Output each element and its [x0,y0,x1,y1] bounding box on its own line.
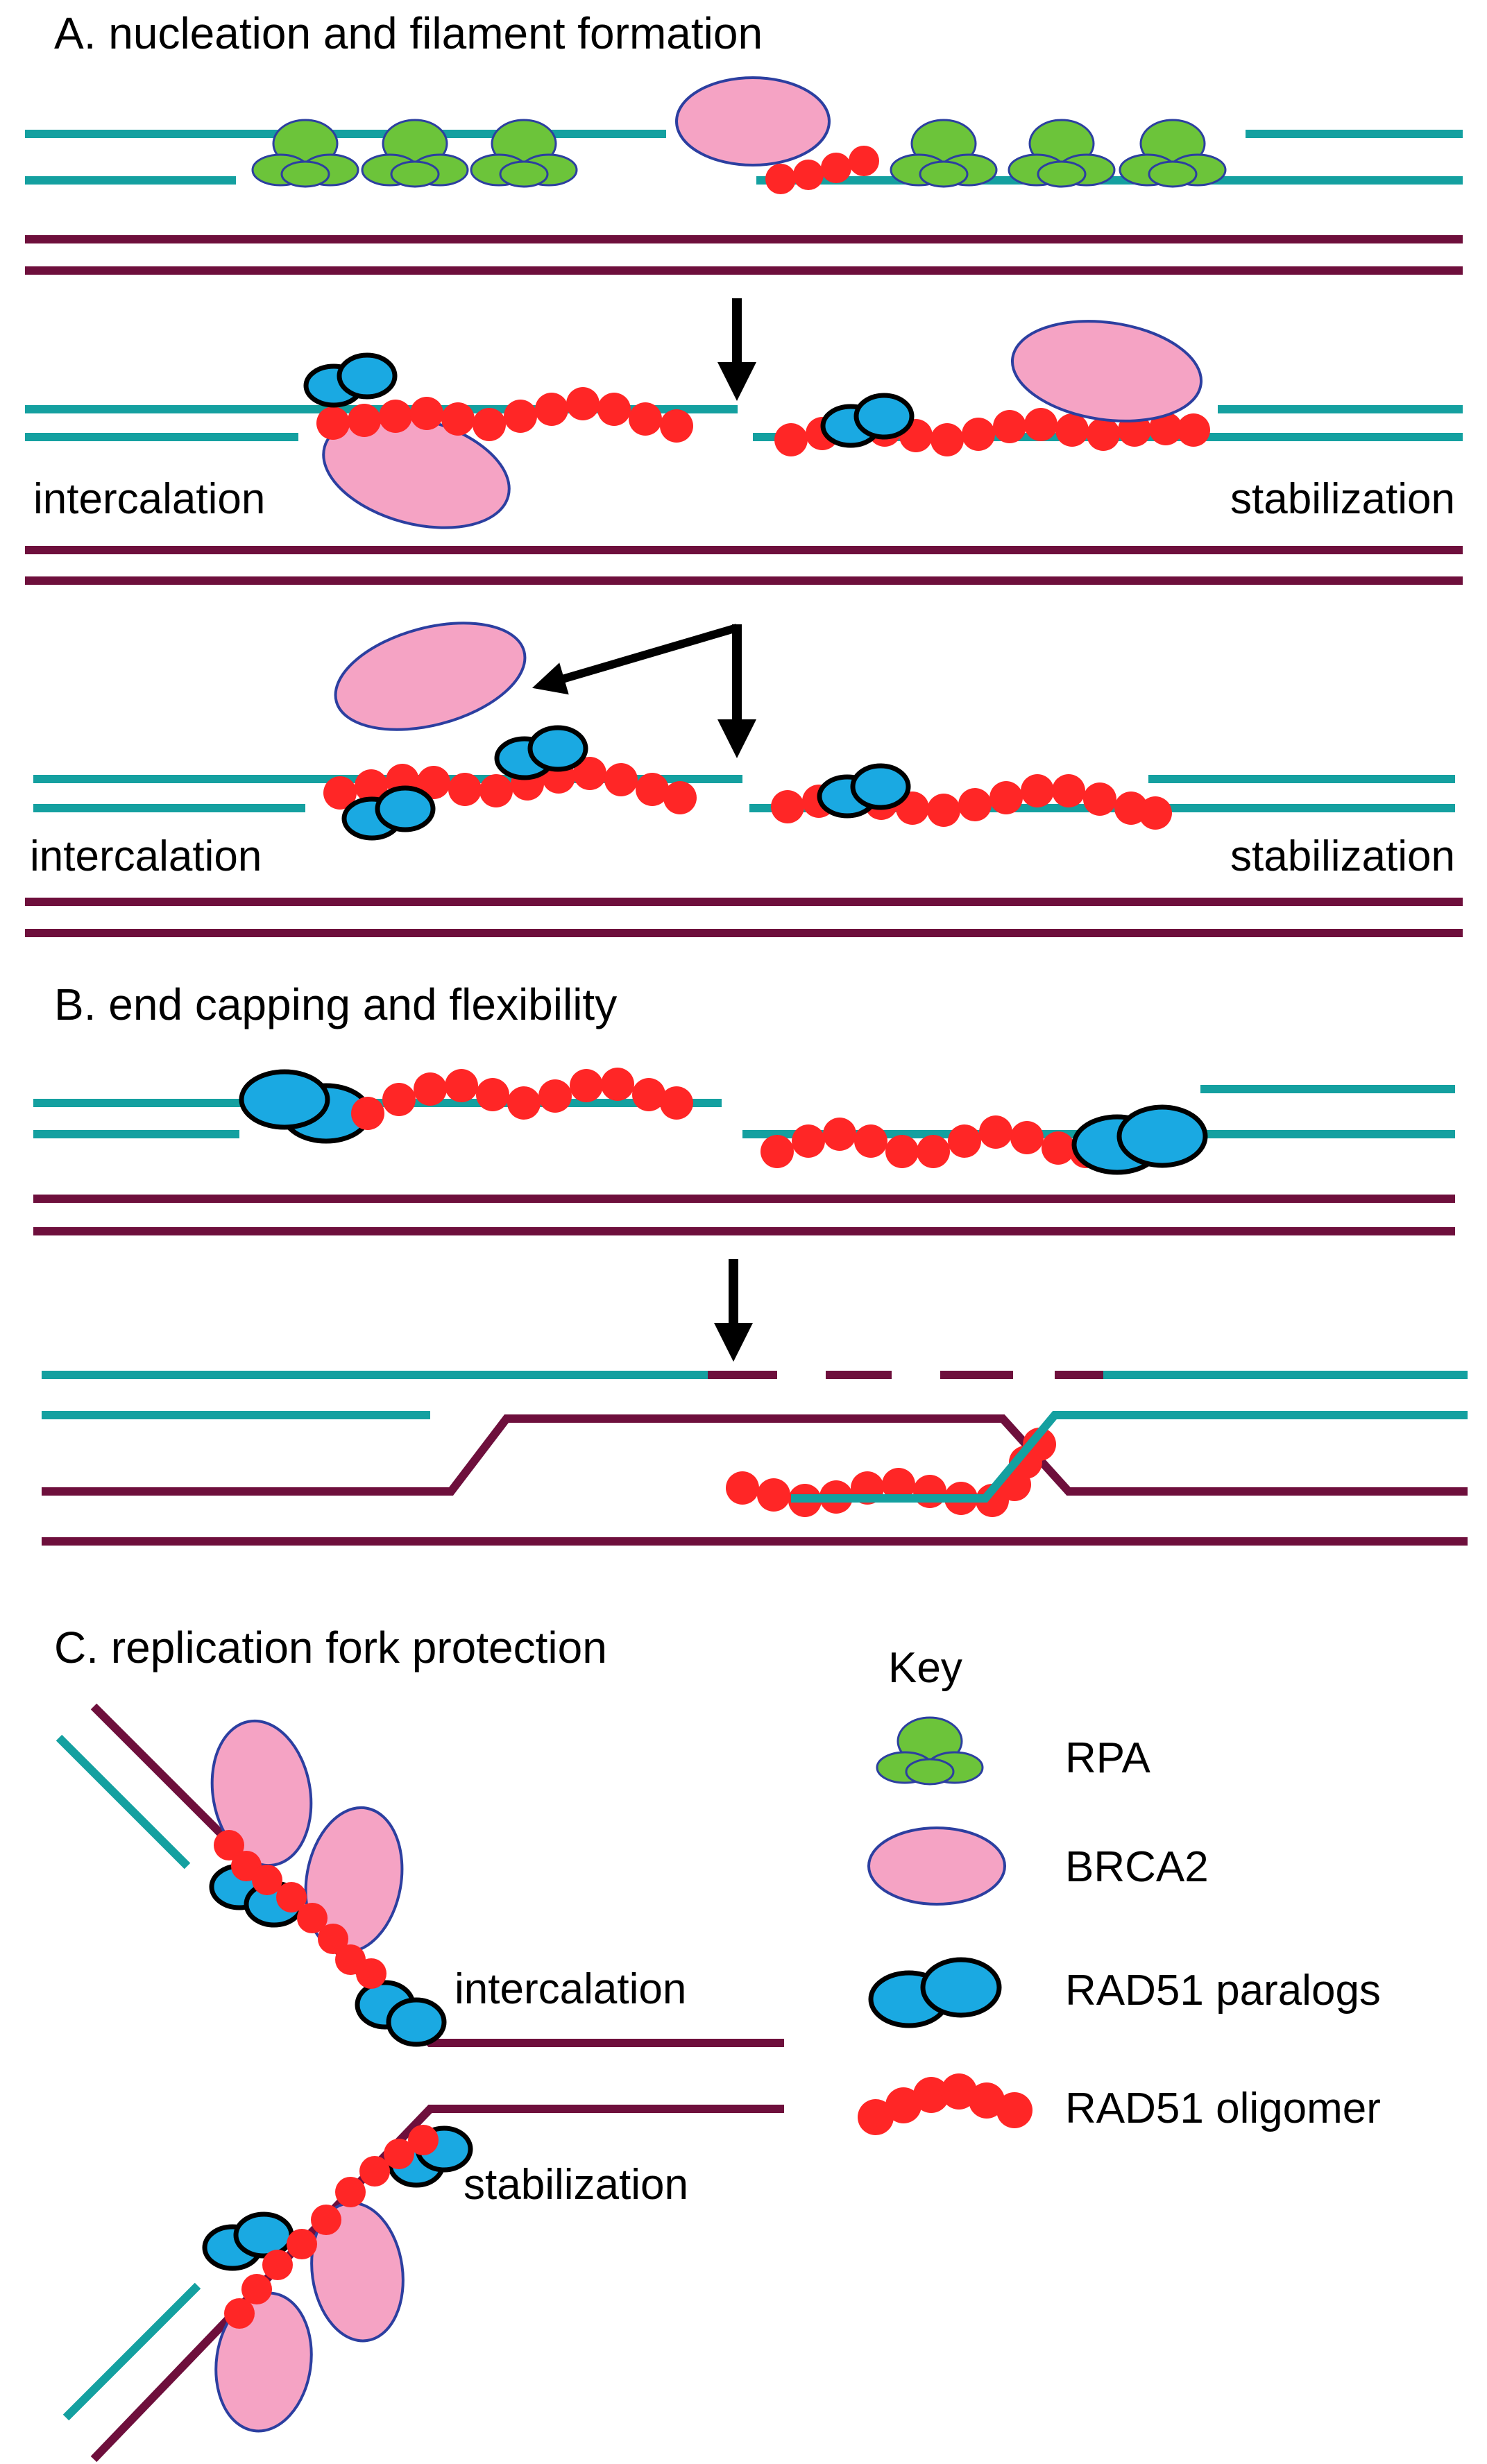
legend-label-brca2: BRCA2 [1065,1843,1209,1891]
label-stabilization: stabilization [1230,475,1455,523]
legend-item-rad51-paralogs: RAD51 paralogs [868,1957,1381,2028]
brca2-protein [1010,320,1203,422]
arrow-a2-to-a3 [532,624,756,758]
brca2-protein-released [334,622,527,731]
label-intercalation: intercalation [33,475,265,523]
label-intercalation: intercalation [454,1965,686,2013]
rad51-filament-right [761,1115,1103,1168]
label-stabilization: stabilization [1230,832,1455,880]
fork-upper: intercalation [56,1703,784,2047]
panel-a3: intercalation stabilization [25,622,1463,937]
section-c-title: C. replication fork protection [54,1623,607,1672]
legend-item-rad51-oligomer: RAD51 oligomer [858,2073,1381,2135]
section-a-title: A. nucleation and filament formation [54,8,763,58]
brca2-protein [675,76,831,166]
rad51-paralog-pair [344,788,433,838]
panel-b1 [33,1068,1455,1235]
label-stabilization: stabilization [464,2161,688,2209]
rad51-filament [224,2125,439,2329]
rad51-paralog-cap-left [239,1069,372,1144]
rad51-paralog-pair [306,355,395,405]
rad51-nucleus [765,146,879,194]
panel-a2: intercalation stabilization [25,320,1463,585]
brca2-protein [304,1806,404,1954]
legend-label-rpa: RPA [1065,1734,1151,1782]
brca2-protein [210,1719,313,1867]
rad51-filament [214,1830,386,1989]
label-intercalation: intercalation [30,832,262,880]
legend-item-brca2: BRCA2 [867,1826,1209,1906]
section-b-title: B. end capping and flexibility [54,979,617,1029]
legend: Key RPA BRCA2 RAD51 paralogs RAD51 oligo… [858,1644,1381,2135]
rad51-oligomer-icon [858,2073,1033,2135]
rad51-paralog-cap-right [1071,1104,1208,1175]
fork-lower: stabilization [62,2105,784,2463]
rad51-filament-left [351,1068,693,1130]
brca2-protein [214,2291,313,2433]
legend-item-rpa: RPA [876,1716,1151,1786]
panel-b2 [42,1371,1468,1546]
legend-label-rad51-oligomer: RAD51 oligomer [1065,2085,1381,2132]
legend-label-rad51-paralogs: RAD51 paralogs [1065,1967,1381,2014]
legend-title: Key [888,1644,962,1692]
panel-a1 [25,76,1463,275]
rad51-filament-left [316,387,693,443]
dsdna-strands [25,235,1463,275]
brca2-icon [867,1826,1006,1906]
ssdna-strands [25,130,1463,185]
rpa-icon [876,1716,984,1786]
rad51-filament-left [323,757,697,814]
rad51-paralogs-icon [868,1957,1002,2028]
